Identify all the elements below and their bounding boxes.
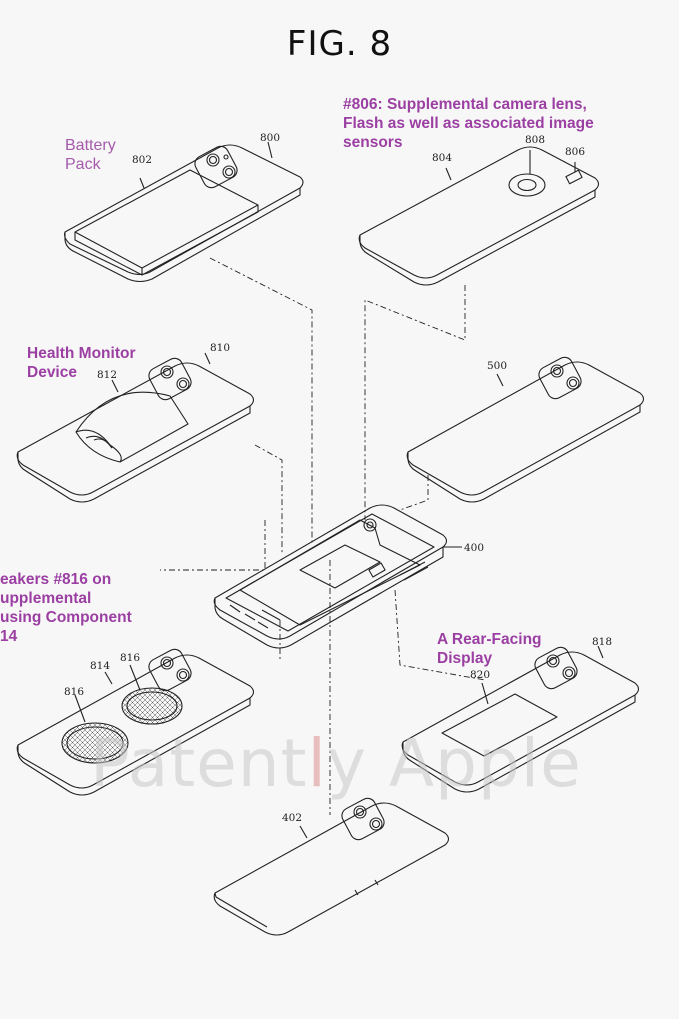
ref-814: 814 — [90, 660, 111, 672]
ref-800: 800 — [260, 132, 281, 144]
battery-pack-phone-800 — [64, 141, 304, 283]
ref-820: 820 — [470, 669, 491, 681]
ref-804: 804 — [432, 152, 453, 164]
phone-500 — [406, 356, 645, 503]
ref-400: 400 — [464, 542, 485, 554]
speakers-phone-814 — [16, 648, 255, 796]
ref-402: 402 — [282, 812, 303, 824]
rear-display-phone-818 — [401, 645, 640, 793]
housing-400 — [213, 504, 462, 649]
ref-816-bottom: 816 — [64, 686, 85, 698]
health-monitor-phone-810 — [16, 352, 255, 503]
ref-812: 812 — [97, 369, 118, 381]
ref-808: 808 — [525, 134, 546, 146]
watermark: Patently Apple — [90, 725, 582, 802]
ref-810: 810 — [210, 342, 231, 354]
health-monitor-label: Health Monitor Device — [27, 345, 136, 381]
back-plate-402 — [213, 797, 450, 936]
speakers-label: eakers #816 on upplemental using Compone… — [0, 571, 132, 645]
ref-816-top: 816 — [120, 652, 141, 664]
camera-lens-label: #806: Supplemental camera lens, Flash as… — [343, 96, 594, 151]
ref-500: 500 — [487, 360, 508, 372]
battery-pack-label: Battery Pack — [65, 137, 116, 173]
supplemental-camera-phone-804 — [358, 146, 600, 286]
ref-806: 806 — [565, 146, 586, 158]
figure-title: FIG. 8 — [286, 24, 393, 64]
ref-802: 802 — [132, 154, 153, 166]
connector-lines — [160, 257, 486, 815]
ref-818: 818 — [592, 636, 613, 648]
rear-display-label: A Rear-Facing Display — [437, 631, 542, 667]
